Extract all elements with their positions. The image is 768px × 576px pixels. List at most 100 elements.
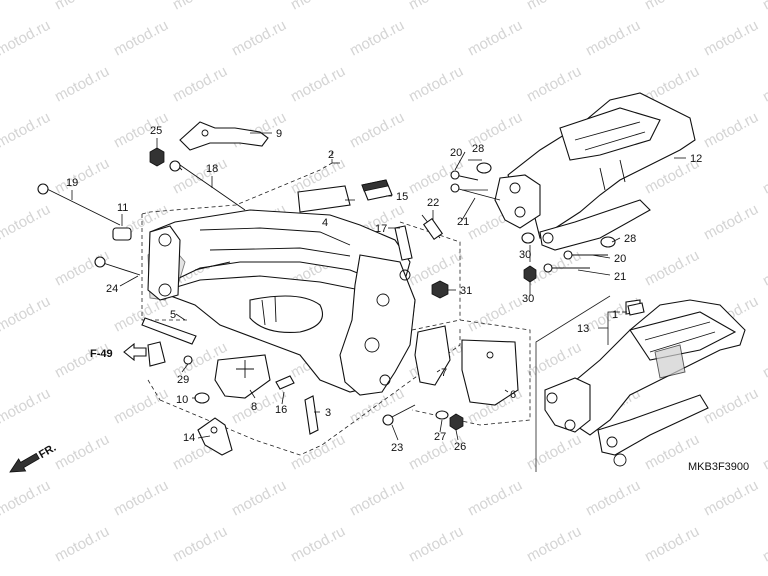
watermark-text: motod.ru	[406, 0, 466, 14]
watermark-text: motod.ru	[524, 523, 584, 566]
callout-c9: 9	[276, 128, 282, 140]
watermark-text: motod.ru	[52, 339, 112, 382]
callout-c24: 24	[106, 283, 118, 295]
callout-c12: 12	[690, 153, 702, 165]
watermark-text: motod.ru	[642, 247, 702, 290]
callout-c15: 15	[396, 191, 408, 203]
watermark-text: motod.ru	[288, 0, 348, 14]
watermark-text: motod.ru	[406, 63, 466, 106]
callout-c18: 18	[206, 163, 218, 175]
callout-c7: 7	[441, 367, 447, 379]
watermark-text: motod.ru	[583, 477, 643, 520]
callout-c16: 16	[275, 404, 287, 416]
callout-c28a: 28	[472, 143, 484, 155]
watermark-text: motod.ru	[642, 0, 702, 14]
watermark-text: motod.ru	[701, 109, 761, 152]
watermark-text: motod.ru	[465, 477, 525, 520]
callout-c30b: 30	[522, 293, 534, 305]
watermark-text: motod.ru	[0, 201, 53, 244]
callout-c11: 11	[117, 202, 128, 214]
watermark-text: motod.ru	[406, 523, 466, 566]
watermark-text: motod.ru	[52, 247, 112, 290]
watermark-text: motod.ru	[170, 0, 230, 14]
watermark-text: motod.ru	[347, 477, 407, 520]
watermark-text: motod.ru	[111, 385, 171, 428]
watermark-text: motod.ru	[229, 17, 289, 60]
watermark-text: motod.ru	[701, 385, 761, 428]
watermark-text: motod.ru	[170, 523, 230, 566]
watermark-text: motod.ru	[288, 431, 348, 474]
callout-c17: 17	[375, 223, 387, 235]
callout-c30a: 30	[519, 249, 531, 261]
watermark-text: motod.ru	[524, 0, 584, 14]
watermark-text: motod.ru	[170, 63, 230, 106]
watermark-text: motod.ru	[0, 17, 53, 60]
watermark-text: motod.ru	[52, 523, 112, 566]
watermark-text: motod.ru	[701, 17, 761, 60]
watermark-text: motod.ru	[760, 339, 768, 382]
small-parts	[37, 121, 645, 456]
callout-c26: 26	[454, 441, 466, 453]
watermark-text: motod.ru	[288, 63, 348, 106]
watermark-text: motod.ru	[0, 293, 53, 336]
rear-subframe	[494, 92, 696, 251]
callout-c20a: 20	[450, 147, 462, 159]
callout-c31: 31	[460, 285, 472, 297]
callout-c29: 29	[177, 374, 189, 386]
watermark-text: motod.ru	[111, 17, 171, 60]
watermark-text: motod.ru	[288, 523, 348, 566]
watermark-text: motod.ru	[0, 385, 53, 428]
callout-c27: 27	[434, 431, 446, 443]
direction-arrow-icon	[9, 452, 40, 473]
direction-marker: FR.	[9, 442, 58, 473]
leader-lines	[71, 132, 686, 441]
watermark-text: motod.ru	[465, 17, 525, 60]
callout-c25: 25	[150, 125, 162, 137]
callout-c6: 6	[510, 389, 516, 401]
diagram-code: MKB3F3900	[688, 461, 749, 473]
subframe-assembly	[544, 299, 746, 467]
callout-c20b: 20	[614, 253, 626, 265]
watermark-text: motod.ru	[760, 523, 768, 566]
watermark-text: motod.ru	[701, 477, 761, 520]
callout-c13: 13	[577, 323, 589, 335]
callout-c28b: 28	[624, 233, 636, 245]
watermark-text: motod.ru	[465, 293, 525, 336]
callout-c21a: 21	[457, 216, 469, 228]
callout-c23: 23	[391, 442, 403, 454]
watermark-text: motod.ru	[701, 201, 761, 244]
watermark-text: motod.ru	[760, 63, 768, 106]
reference-marker: F-49	[90, 342, 147, 362]
watermark-text: motod.ru	[760, 431, 768, 474]
watermark-text: motod.ru	[524, 63, 584, 106]
main-frame	[147, 209, 416, 396]
watermark-text: motod.ru	[760, 0, 768, 14]
callout-c3: 3	[325, 407, 331, 419]
watermark-text: motod.ru	[347, 109, 407, 152]
callout-c5: 5	[170, 309, 176, 321]
watermark-text: motod.ru	[524, 339, 584, 382]
watermark-text: motod.ru	[583, 17, 643, 60]
reference-arrow-icon	[123, 342, 147, 362]
watermark-text: motod.ru	[52, 0, 112, 14]
watermark-text: motod.ru	[52, 431, 112, 474]
watermark-text: motod.ru	[760, 247, 768, 290]
watermark-text: motod.ru	[52, 155, 112, 198]
watermark-text: motod.ru	[0, 109, 53, 152]
group-outlines	[141, 150, 611, 472]
watermark-text: motod.ru	[52, 63, 112, 106]
callout-c10: 10	[176, 394, 188, 406]
watermark-text: motod.ru	[642, 523, 702, 566]
callout-c19: 19	[66, 177, 78, 189]
watermark-text: motod.ru	[229, 477, 289, 520]
watermark-text: motod.ru	[0, 477, 53, 520]
callout-c1: 1	[612, 309, 618, 321]
watermark-text: motod.ru	[111, 477, 171, 520]
callout-c14: 14	[183, 432, 195, 444]
callout-c4: 4	[322, 217, 328, 229]
callout-c8: 8	[251, 401, 257, 413]
watermark-text: motod.ru	[760, 155, 768, 198]
reference-label: F-49	[90, 348, 113, 360]
callout-c21b: 21	[614, 271, 626, 283]
